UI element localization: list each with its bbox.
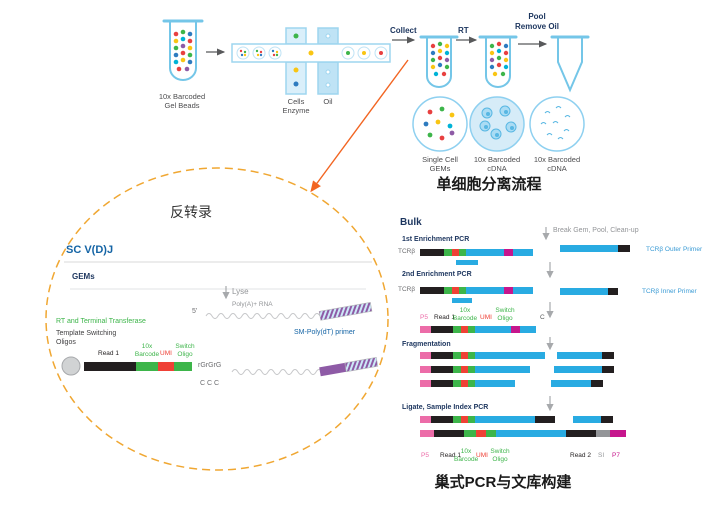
polydt-primer-segment xyxy=(319,357,379,377)
bottom-section-title: 巢式PCR与文库构建 xyxy=(434,474,572,491)
fragmentation-bar-3 xyxy=(420,380,603,387)
enrichment2-bar xyxy=(420,287,533,294)
ligation-bar-1 xyxy=(420,416,613,423)
mid-label-c: C xyxy=(540,314,545,321)
pool-tube-icon xyxy=(550,35,590,93)
mid-label-read1: Read 1 xyxy=(434,314,455,321)
mid-label-p5: P5 xyxy=(420,314,428,321)
chip-gel-beads xyxy=(236,46,282,60)
rt-enzyme-label: RT and Terminal Transferase xyxy=(56,318,146,325)
gems-circle-label: Single Cell GEMs xyxy=(422,155,458,174)
mid-label-umi: UMI xyxy=(480,314,492,321)
rna-strand-top xyxy=(205,313,321,319)
enrichment2-primer-bar xyxy=(452,298,472,303)
step4-label: Ligate, Sample Index PCR xyxy=(402,404,489,411)
bottom-label-p7: P7 xyxy=(612,452,620,459)
bottom-label-switch: Switch Oligo xyxy=(490,448,510,464)
microfluidic-chip-icon xyxy=(231,27,391,95)
sm-polydt-label: SM-Poly(dT) primer xyxy=(294,329,356,336)
magnify-arrow xyxy=(310,59,409,193)
inset-switch-oligo-label: Switch Oligo xyxy=(175,343,195,359)
outer-primer-bar xyxy=(560,245,630,252)
mid-label-barcode: 10x Barcode xyxy=(452,307,478,323)
tso-striped-segment-top xyxy=(318,302,373,321)
bottom-label-p5: P5 xyxy=(421,452,429,459)
barcoded-cdna-circle-icon xyxy=(469,96,525,152)
fragmentation-bar-1 xyxy=(420,352,614,359)
construct-bar xyxy=(420,326,536,333)
bottom-label-si: SI xyxy=(598,452,605,459)
inset-barcode-label: 10x Barcode xyxy=(134,343,160,359)
step1-label: 1st Enrichment PCR xyxy=(402,236,470,243)
bottom-label-barcode: 10x Barcode xyxy=(454,448,479,464)
enrichment1-primer-bar xyxy=(456,260,478,265)
five-prime-label: 5' xyxy=(192,308,198,315)
chip-gem-droplets xyxy=(341,46,388,60)
ccc-label: C C C xyxy=(200,380,220,387)
bead-icon xyxy=(61,356,81,376)
oil-label: Oil xyxy=(323,97,333,106)
inner-primer-bar xyxy=(560,288,618,295)
inner-primer-label: TCRβ Inner Primer xyxy=(642,288,697,295)
lyse-label: Lyse xyxy=(232,287,249,296)
inset-dashed-circle xyxy=(45,167,389,471)
cdna2-label: 10x Barcoded cDNA xyxy=(533,155,581,174)
rgrgrg-label: rGrGrG xyxy=(198,362,222,369)
inset-title: 反转录 xyxy=(170,204,212,220)
chip-cells-dots xyxy=(293,33,314,87)
single-cell-gems-circle-icon xyxy=(412,96,468,152)
bottom-label-read1: Read 1 xyxy=(440,452,461,459)
bottom-label-read2: Read 2 xyxy=(570,452,591,459)
pooled-cdna-circle-icon xyxy=(529,96,585,152)
break-gem-label: Break Gem, Pool, Clean-up xyxy=(553,227,639,234)
collect-label: Collect xyxy=(390,26,417,35)
mid-label-switch: Switch Oligo xyxy=(495,307,515,323)
library-final-bar xyxy=(420,430,626,437)
pool-remove-oil-label: Pool Remove Oil xyxy=(514,12,559,31)
assay-label: SC V(D)J xyxy=(66,244,114,256)
bulk-label: Bulk xyxy=(400,217,422,228)
gems-label: GEMs xyxy=(72,272,95,281)
tcrb-label-1: TCRβ xyxy=(398,248,416,255)
inset-construct-bar xyxy=(84,362,192,371)
inset-umi-label: UMI xyxy=(160,350,172,357)
gel-beads-tube-icon xyxy=(162,19,204,81)
top-section-title: 单细胞分离流程 xyxy=(436,176,542,193)
step3-label: Fragmentation xyxy=(402,341,451,348)
tso-label: Template Switching Oligos xyxy=(56,330,117,346)
rt-label: RT xyxy=(458,26,469,35)
gel-beads-label: 10x Barcoded Gel Beads xyxy=(158,92,206,111)
gems-tube-icon xyxy=(419,35,459,88)
chip-oil-dots xyxy=(325,33,331,88)
tcrb-label-2: TCRβ xyxy=(398,286,416,293)
polya-rna-label: Poly(A)+ RNA xyxy=(232,301,273,308)
cells-enzyme-label: Cells Enzyme xyxy=(282,97,310,116)
outer-primer-label: TCRβ Outer Primer xyxy=(646,246,703,253)
enrichment1-bar xyxy=(420,249,533,256)
step2-label: 2nd Enrichment PCR xyxy=(402,271,472,278)
fragmentation-bar-2 xyxy=(420,366,614,373)
cdna-tube-icon xyxy=(478,35,518,88)
rna-strand-bottom xyxy=(231,369,323,375)
bottom-label-umi: UMI xyxy=(476,452,488,459)
cdna1-label: 10x Barcoded cDNA xyxy=(473,155,521,174)
inset-read1-label: Read 1 xyxy=(98,350,119,357)
